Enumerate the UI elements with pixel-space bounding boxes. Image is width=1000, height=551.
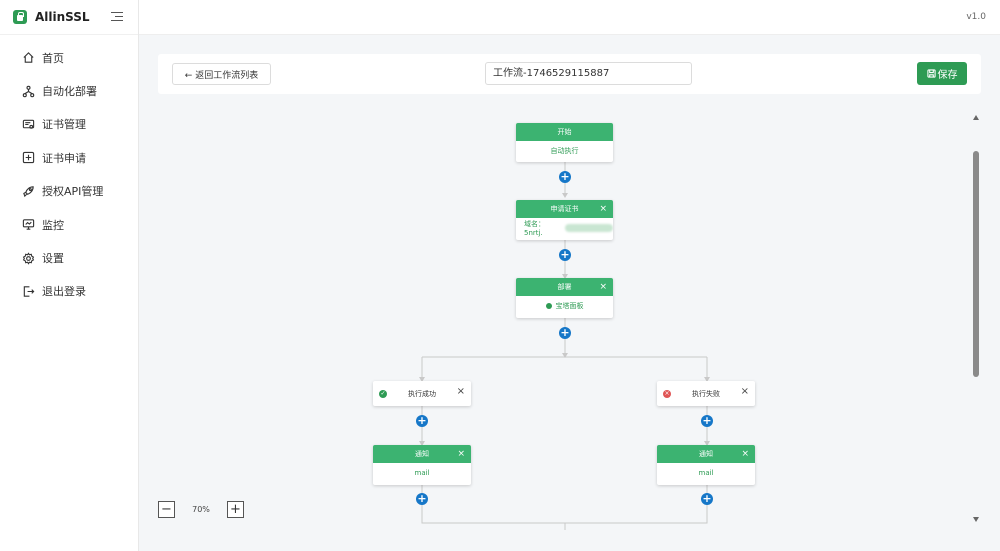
rocket-icon xyxy=(22,185,35,198)
blurred-text xyxy=(565,224,613,232)
panel-icon xyxy=(545,303,552,309)
node-body: 宝塔面板 xyxy=(516,296,613,316)
sidebar-item-label: 监控 xyxy=(42,218,64,232)
condition-label: 执行成功 xyxy=(408,389,436,398)
sidebar-item-home[interactable]: 首页 xyxy=(0,41,138,74)
lock-logo-icon xyxy=(13,10,27,24)
sidebar-item-cert-manage[interactable]: 证书管理 xyxy=(0,108,138,141)
add-node-button[interactable]: + xyxy=(559,326,571,339)
close-icon[interactable]: × xyxy=(457,449,465,459)
sidebar-item-cert-apply[interactable]: 证书申请 xyxy=(0,141,138,174)
zoom-in-button[interactable]: + xyxy=(227,500,244,518)
add-node-button[interactable]: + xyxy=(701,492,713,505)
node-body: 域名：5nrtj. xyxy=(516,218,613,238)
sidebar-item-label: 退出登录 xyxy=(42,285,86,299)
brand: AllinSSL xyxy=(0,0,138,35)
close-icon[interactable]: × xyxy=(599,204,607,214)
zoom-out-button[interactable]: − xyxy=(158,500,175,518)
connector-lines xyxy=(419,162,710,530)
node-body: mail xyxy=(414,469,430,477)
workflow-icon xyxy=(22,85,35,98)
save-button[interactable]: 保存 xyxy=(917,62,967,85)
sidebar-item-settings[interactable]: 设置 xyxy=(0,241,138,274)
sidebar-item-label: 证书管理 xyxy=(42,118,86,132)
workflow-canvas[interactable]: 开始 自动执行 + 申请证书× 域名：5nrtj. + 部署× 宝塔面板 + ✓… xyxy=(158,100,981,551)
add-node-button[interactable]: + xyxy=(559,248,571,261)
node-title: 通知× xyxy=(657,445,755,463)
success-condition-node[interactable]: ✓ 执行成功 × xyxy=(373,381,471,406)
workflow-name-input[interactable]: 工作流-1746529115887 xyxy=(485,62,692,85)
add-node-button[interactable]: + xyxy=(559,170,571,183)
version-label: v1.0 xyxy=(966,12,986,22)
condition-label: 执行失败 xyxy=(692,389,720,398)
sidebar-item-auto-deploy[interactable]: 自动化部署 xyxy=(0,74,138,107)
node-title: 通知× xyxy=(373,445,471,463)
start-node[interactable]: 开始 自动执行 xyxy=(516,123,613,162)
collapse-menu-icon[interactable] xyxy=(111,12,123,22)
close-icon[interactable]: × xyxy=(741,449,749,459)
sidebar-item-api-manage[interactable]: 授权API管理 xyxy=(0,175,138,208)
save-label: 保存 xyxy=(937,70,958,81)
node-title: 申请证书× xyxy=(516,200,613,218)
sidebar-item-monitor[interactable]: 监控 xyxy=(0,208,138,241)
check-icon: ✓ xyxy=(379,390,387,398)
gear-icon xyxy=(22,251,35,265)
node-title: 部署× xyxy=(516,278,613,296)
sidebar: AllinSSL 首页 自动化部署 证书管理 证书申请 授权API管理 xyxy=(0,0,139,551)
brand-name: AllinSSL xyxy=(35,10,90,24)
workflow-header: ← 返回工作流列表 工作流-1746529115887 保存 xyxy=(158,54,981,94)
top-bar: v1.0 xyxy=(139,0,1000,35)
certificate-icon xyxy=(22,118,35,131)
sidebar-item-label: 首页 xyxy=(42,51,64,65)
vertical-scrollbar[interactable] xyxy=(971,115,981,525)
apply-cert-node[interactable]: 申请证书× 域名：5nrtj. xyxy=(516,200,613,240)
close-icon[interactable]: × xyxy=(456,386,465,397)
node-title: 开始 xyxy=(516,123,613,141)
zoom-controls: − 70% + xyxy=(158,500,244,518)
notify-node-right[interactable]: 通知× mail xyxy=(657,445,755,485)
deploy-node[interactable]: 部署× 宝塔面板 xyxy=(516,278,613,318)
sidebar-item-logout[interactable]: 退出登录 xyxy=(0,275,138,308)
close-icon[interactable]: × xyxy=(740,386,749,397)
scroll-down-arrow-icon[interactable] xyxy=(973,517,979,522)
add-square-icon xyxy=(22,151,35,164)
close-icon[interactable]: × xyxy=(599,282,607,292)
sidebar-item-label: 授权API管理 xyxy=(42,185,104,199)
sidebar-item-label: 证书申请 xyxy=(42,151,86,165)
sidebar-item-label: 自动化部署 xyxy=(42,85,97,99)
logout-icon xyxy=(22,285,35,298)
back-to-list-button[interactable]: ← 返回工作流列表 xyxy=(172,63,271,85)
save-icon xyxy=(926,69,936,78)
add-node-button[interactable]: + xyxy=(701,414,713,427)
zoom-level: 70% xyxy=(192,504,210,514)
sidebar-item-label: 设置 xyxy=(42,252,64,266)
scrollbar-thumb[interactable] xyxy=(973,151,979,377)
add-node-button[interactable]: + xyxy=(416,414,428,427)
home-icon xyxy=(22,51,35,64)
notify-node-left[interactable]: 通知× mail xyxy=(373,445,471,485)
error-icon: × xyxy=(663,390,671,398)
node-body: 自动执行 xyxy=(550,147,579,155)
fail-condition-node[interactable]: × 执行失败 × xyxy=(657,381,755,406)
sidebar-menu: 首页 自动化部署 证书管理 证书申请 授权API管理 监控 xyxy=(0,41,138,308)
monitor-icon xyxy=(22,218,35,231)
node-body: mail xyxy=(698,469,714,477)
scroll-up-arrow-icon[interactable] xyxy=(973,115,979,120)
add-node-button[interactable]: + xyxy=(416,492,428,505)
